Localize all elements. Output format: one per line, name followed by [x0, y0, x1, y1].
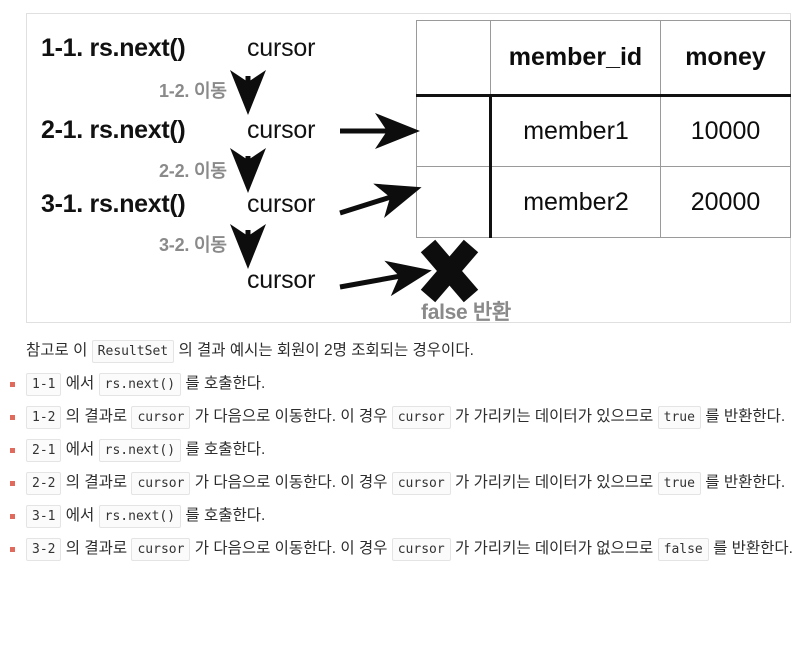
- table-row: member1 10000: [416, 95, 791, 167]
- code-step-1: 1-2: [26, 406, 62, 429]
- bullet-text-mid-2: 에서: [65, 441, 95, 458]
- code-step-0: 1-1: [26, 373, 62, 396]
- bullet-text-4-5: 를 반환한다.: [713, 540, 793, 557]
- cursor-label-3: cursor: [247, 190, 316, 218]
- list-item: 1-2 의 결과로 cursor 가 다음으로 이동한다. 이 경우 curso…: [0, 402, 801, 433]
- code-step-3: 2-2: [26, 472, 62, 495]
- bullet-text-1-1: 의 결과로: [65, 408, 128, 425]
- code-bool-5: false: [657, 538, 709, 561]
- cell-money-row1: 10000: [660, 95, 791, 167]
- table-header-row: member_id money: [416, 20, 791, 97]
- intro-after: 의 결과 예시는 회원이 2명 조회되는 경우이다.: [178, 342, 474, 359]
- bullet-text-3-5: 가 가리키는 데이터가 없으므로: [455, 540, 654, 557]
- resultset-cursor-figure: 1-1. rs.next() cursor 1-2. 이동 2-1. rs.ne…: [26, 13, 791, 323]
- step-label-1-1: 1-1. rs.next(): [41, 34, 186, 62]
- cursor-label-final: cursor: [247, 266, 316, 294]
- table-row: member2 20000: [416, 166, 791, 238]
- bullet-text-2-5: 가 다음으로 이동한다. 이 경우: [194, 540, 388, 557]
- move-label-3-2: 3-2. 이동: [159, 235, 227, 255]
- explanation-section: 참고로 이 ResultSet 의 결과 예시는 회원이 2명 조회되는 경우이…: [0, 330, 811, 567]
- code-cursor-a-1: cursor: [131, 406, 191, 429]
- code-call-4: rs.next(): [98, 505, 182, 528]
- code-cursor-b-5: cursor: [391, 538, 451, 561]
- bullet-text-1-5: 의 결과로: [65, 540, 128, 557]
- code-step-5: 3-2: [26, 538, 62, 561]
- right-arrow-to-x: [339, 260, 432, 297]
- code-resultset: ResultSet: [91, 340, 175, 363]
- list-item: 3-1 에서 rs.next() 를 호출한다.: [0, 501, 801, 532]
- column-header-member-id: member_id: [490, 20, 661, 97]
- bullet-text-mid-0: 에서: [65, 375, 95, 392]
- move-label-2-2: 2-2. 이동: [159, 161, 227, 181]
- cursor-label-2: cursor: [247, 116, 316, 144]
- step-label-2-1: 2-1. rs.next(): [41, 116, 186, 144]
- result-set-table: member_id money member1 10000 member2 20…: [416, 20, 791, 238]
- step-label-3-1: 3-1. rs.next(): [41, 190, 186, 218]
- bullet-text-3-1: 가 가리키는 데이터가 있으므로: [455, 408, 654, 425]
- bullet-text-4-1: 를 반환한다.: [705, 408, 786, 425]
- bullet-text-2-3: 가 다음으로 이동한다. 이 경우: [194, 474, 388, 491]
- cell-money-row2: 20000: [660, 166, 791, 238]
- cell-member-id-row2: member2: [490, 166, 661, 238]
- cell-marker-row1: [416, 95, 492, 167]
- false-return-label: false 반환: [421, 301, 511, 324]
- code-cursor-b-3: cursor: [391, 472, 451, 495]
- bullet-text-1-3: 의 결과로: [65, 474, 128, 491]
- list-item: 1-1 에서 rs.next() 를 호출한다.: [0, 369, 801, 400]
- code-cursor-a-5: cursor: [131, 538, 191, 561]
- cell-member-id-row1: member1: [490, 95, 661, 167]
- right-arrow-row2: [339, 183, 422, 218]
- code-step-4: 3-1: [26, 505, 62, 528]
- list-item: 2-2 의 결과로 cursor 가 다음으로 이동한다. 이 경우 curso…: [0, 468, 801, 499]
- list-item: 3-2 의 결과로 cursor 가 다음으로 이동한다. 이 경우 curso…: [0, 534, 801, 565]
- code-step-2: 2-1: [26, 439, 62, 462]
- cursor-label-1: cursor: [247, 34, 316, 62]
- code-cursor-b-1: cursor: [391, 406, 451, 429]
- code-call-0: rs.next(): [98, 373, 182, 396]
- cell-marker-row2: [416, 166, 492, 238]
- list-item: 2-1 에서 rs.next() 를 호출한다.: [0, 435, 801, 466]
- bullet-text-mid-4: 에서: [65, 507, 95, 524]
- intro-paragraph: 참고로 이 ResultSet 의 결과 예시는 회원이 2명 조회되는 경우이…: [0, 330, 811, 369]
- bullet-text-tail-4: 를 호출한다.: [185, 507, 266, 524]
- code-bool-1: true: [657, 406, 701, 429]
- bullet-text-4-3: 를 반환한다.: [705, 474, 786, 491]
- move-label-1-2: 1-2. 이동: [159, 81, 227, 101]
- column-header-money: money: [660, 20, 791, 97]
- code-cursor-a-3: cursor: [131, 472, 191, 495]
- bullet-list: 1-1 에서 rs.next() 를 호출한다.1-2 의 결과로 cursor…: [0, 369, 811, 565]
- column-header-marker: [416, 20, 491, 97]
- code-call-2: rs.next(): [98, 439, 182, 462]
- bullet-text-2-1: 가 다음으로 이동한다. 이 경우: [194, 408, 388, 425]
- code-bool-3: true: [657, 472, 701, 495]
- diagram-canvas: 1-1. rs.next() cursor 1-2. 이동 2-1. rs.ne…: [27, 14, 791, 324]
- x-mark-icon: [420, 239, 479, 303]
- bullet-text-tail-0: 를 호출한다.: [185, 375, 266, 392]
- bullet-text-tail-2: 를 호출한다.: [185, 441, 266, 458]
- intro-before: 참고로 이: [26, 342, 88, 359]
- bullet-text-3-3: 가 가리키는 데이터가 있으므로: [455, 474, 654, 491]
